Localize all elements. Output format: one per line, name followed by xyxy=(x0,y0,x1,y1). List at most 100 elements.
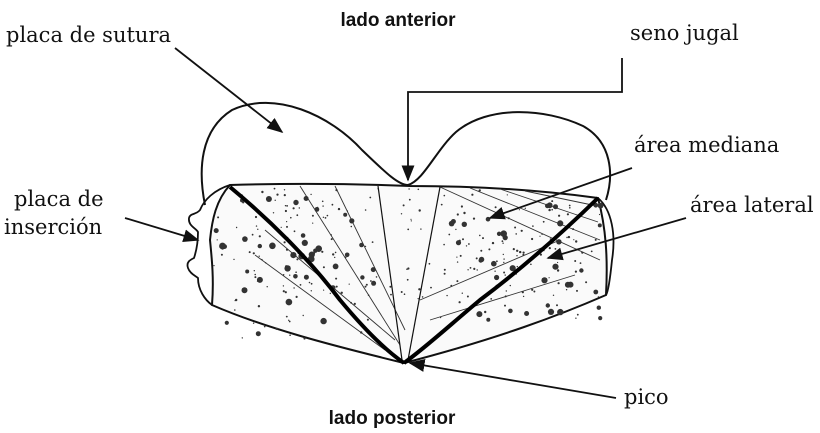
stipple-dot xyxy=(276,194,278,196)
stipple-dot xyxy=(410,219,411,220)
stipple-dot xyxy=(556,304,558,306)
stipple-dot xyxy=(558,282,560,284)
stipple-dot xyxy=(573,239,574,240)
stipple-dot xyxy=(365,286,367,288)
stipple-dot xyxy=(242,337,243,338)
stipple-dot xyxy=(330,293,331,294)
stipple-dot xyxy=(482,237,484,239)
stipple-dot xyxy=(296,296,298,298)
stipple-dot xyxy=(461,205,463,207)
stipple-dot xyxy=(376,276,378,278)
stipple-dot xyxy=(597,306,601,310)
stipple-dot xyxy=(503,254,504,255)
stipple-dot xyxy=(269,243,276,250)
stipple-dot xyxy=(524,311,529,316)
stipple-dot xyxy=(234,309,236,311)
stipple-dot xyxy=(390,294,392,296)
stipple-dot xyxy=(422,296,424,298)
stipple-dot xyxy=(259,256,260,257)
stipple-dot xyxy=(494,275,499,280)
stipple-dot xyxy=(325,217,327,219)
stipple-dot xyxy=(236,227,237,228)
stipple-dot xyxy=(403,204,405,206)
stipple-dot xyxy=(463,212,465,214)
stipple-dot xyxy=(585,281,587,283)
stipple-dot xyxy=(225,321,229,325)
stipple-dot xyxy=(295,271,297,273)
stipple-dot xyxy=(401,213,402,214)
stipple-dot xyxy=(312,260,314,262)
stipple-dot xyxy=(449,221,455,227)
stipple-dot xyxy=(462,222,467,227)
stipple-dot xyxy=(507,194,508,195)
stipple-dot xyxy=(551,209,553,211)
stipple-dot xyxy=(404,293,406,295)
stipple-dot xyxy=(401,291,403,293)
stipple-dot xyxy=(492,242,494,244)
stipple-dot xyxy=(322,205,323,206)
stipple-dot xyxy=(286,316,288,318)
stipple-dot xyxy=(557,309,563,315)
label-lado-posterior: lado posterior xyxy=(329,408,456,429)
stipple-dot xyxy=(503,262,504,263)
placa-de-sutura-leader xyxy=(175,48,282,132)
stipple-dot xyxy=(254,274,256,276)
stipple-dot xyxy=(253,252,255,254)
stipple-dot xyxy=(293,200,298,205)
label-lado-anterior: lado anterior xyxy=(340,10,456,31)
stipple-dot xyxy=(513,248,515,250)
stipple-dot xyxy=(407,267,409,269)
stipple-dot xyxy=(289,275,290,276)
stipple-dot xyxy=(327,215,329,217)
stipple-dot xyxy=(503,272,505,274)
stipple-dot xyxy=(351,226,353,228)
stipple-dot xyxy=(354,303,356,305)
stipple-dot xyxy=(462,238,464,240)
stipple-dot xyxy=(486,318,490,322)
stipple-dot xyxy=(517,266,518,267)
stipple-dot xyxy=(457,213,459,215)
stipple-dot xyxy=(407,229,409,231)
stipple-dot xyxy=(309,282,311,284)
stipple-dot xyxy=(276,328,278,330)
stipple-dot xyxy=(443,244,445,246)
stipple-dot xyxy=(323,290,324,291)
stipple-dot xyxy=(598,316,602,320)
stipple-dot xyxy=(256,331,261,336)
label-area-mediana: área mediana xyxy=(634,133,779,157)
stipple-dot xyxy=(408,188,409,189)
stipple-dot xyxy=(595,239,597,241)
stipple-dot xyxy=(502,243,503,244)
stipple-dot xyxy=(488,248,490,250)
stipple-dot xyxy=(332,253,334,255)
stipple-dot xyxy=(477,269,478,270)
stipple-dot xyxy=(217,216,219,218)
stipple-dot xyxy=(448,234,450,236)
stipple-dot xyxy=(257,280,259,282)
stipple-dot xyxy=(598,223,602,227)
stipple-dot xyxy=(574,260,576,262)
stipple-dot xyxy=(336,286,338,288)
stipple-dot xyxy=(418,189,420,191)
stipple-dot xyxy=(456,280,458,282)
stipple-dot xyxy=(283,290,285,292)
stipple-dot xyxy=(558,215,560,217)
stipple-dot xyxy=(289,334,291,336)
stipple-dot xyxy=(551,200,553,202)
stipple-dot xyxy=(372,241,374,243)
stipple-dot xyxy=(519,251,521,253)
stipple-dot xyxy=(506,290,507,291)
stipple-dot xyxy=(299,207,300,208)
label-placa-de-insercion-line1: placa de xyxy=(14,187,104,211)
stipple-dot xyxy=(496,260,498,262)
stipple-dot xyxy=(525,208,526,209)
stipple-dot xyxy=(288,320,289,321)
stipple-dot xyxy=(285,291,287,293)
stipple-dot xyxy=(519,209,520,210)
stipple-dot xyxy=(249,251,251,253)
stipple-dot xyxy=(293,274,298,279)
stipple-dot xyxy=(523,296,524,297)
stipple-dot xyxy=(273,212,274,213)
stipple-dot xyxy=(543,221,545,223)
stipple-dot xyxy=(418,298,419,299)
